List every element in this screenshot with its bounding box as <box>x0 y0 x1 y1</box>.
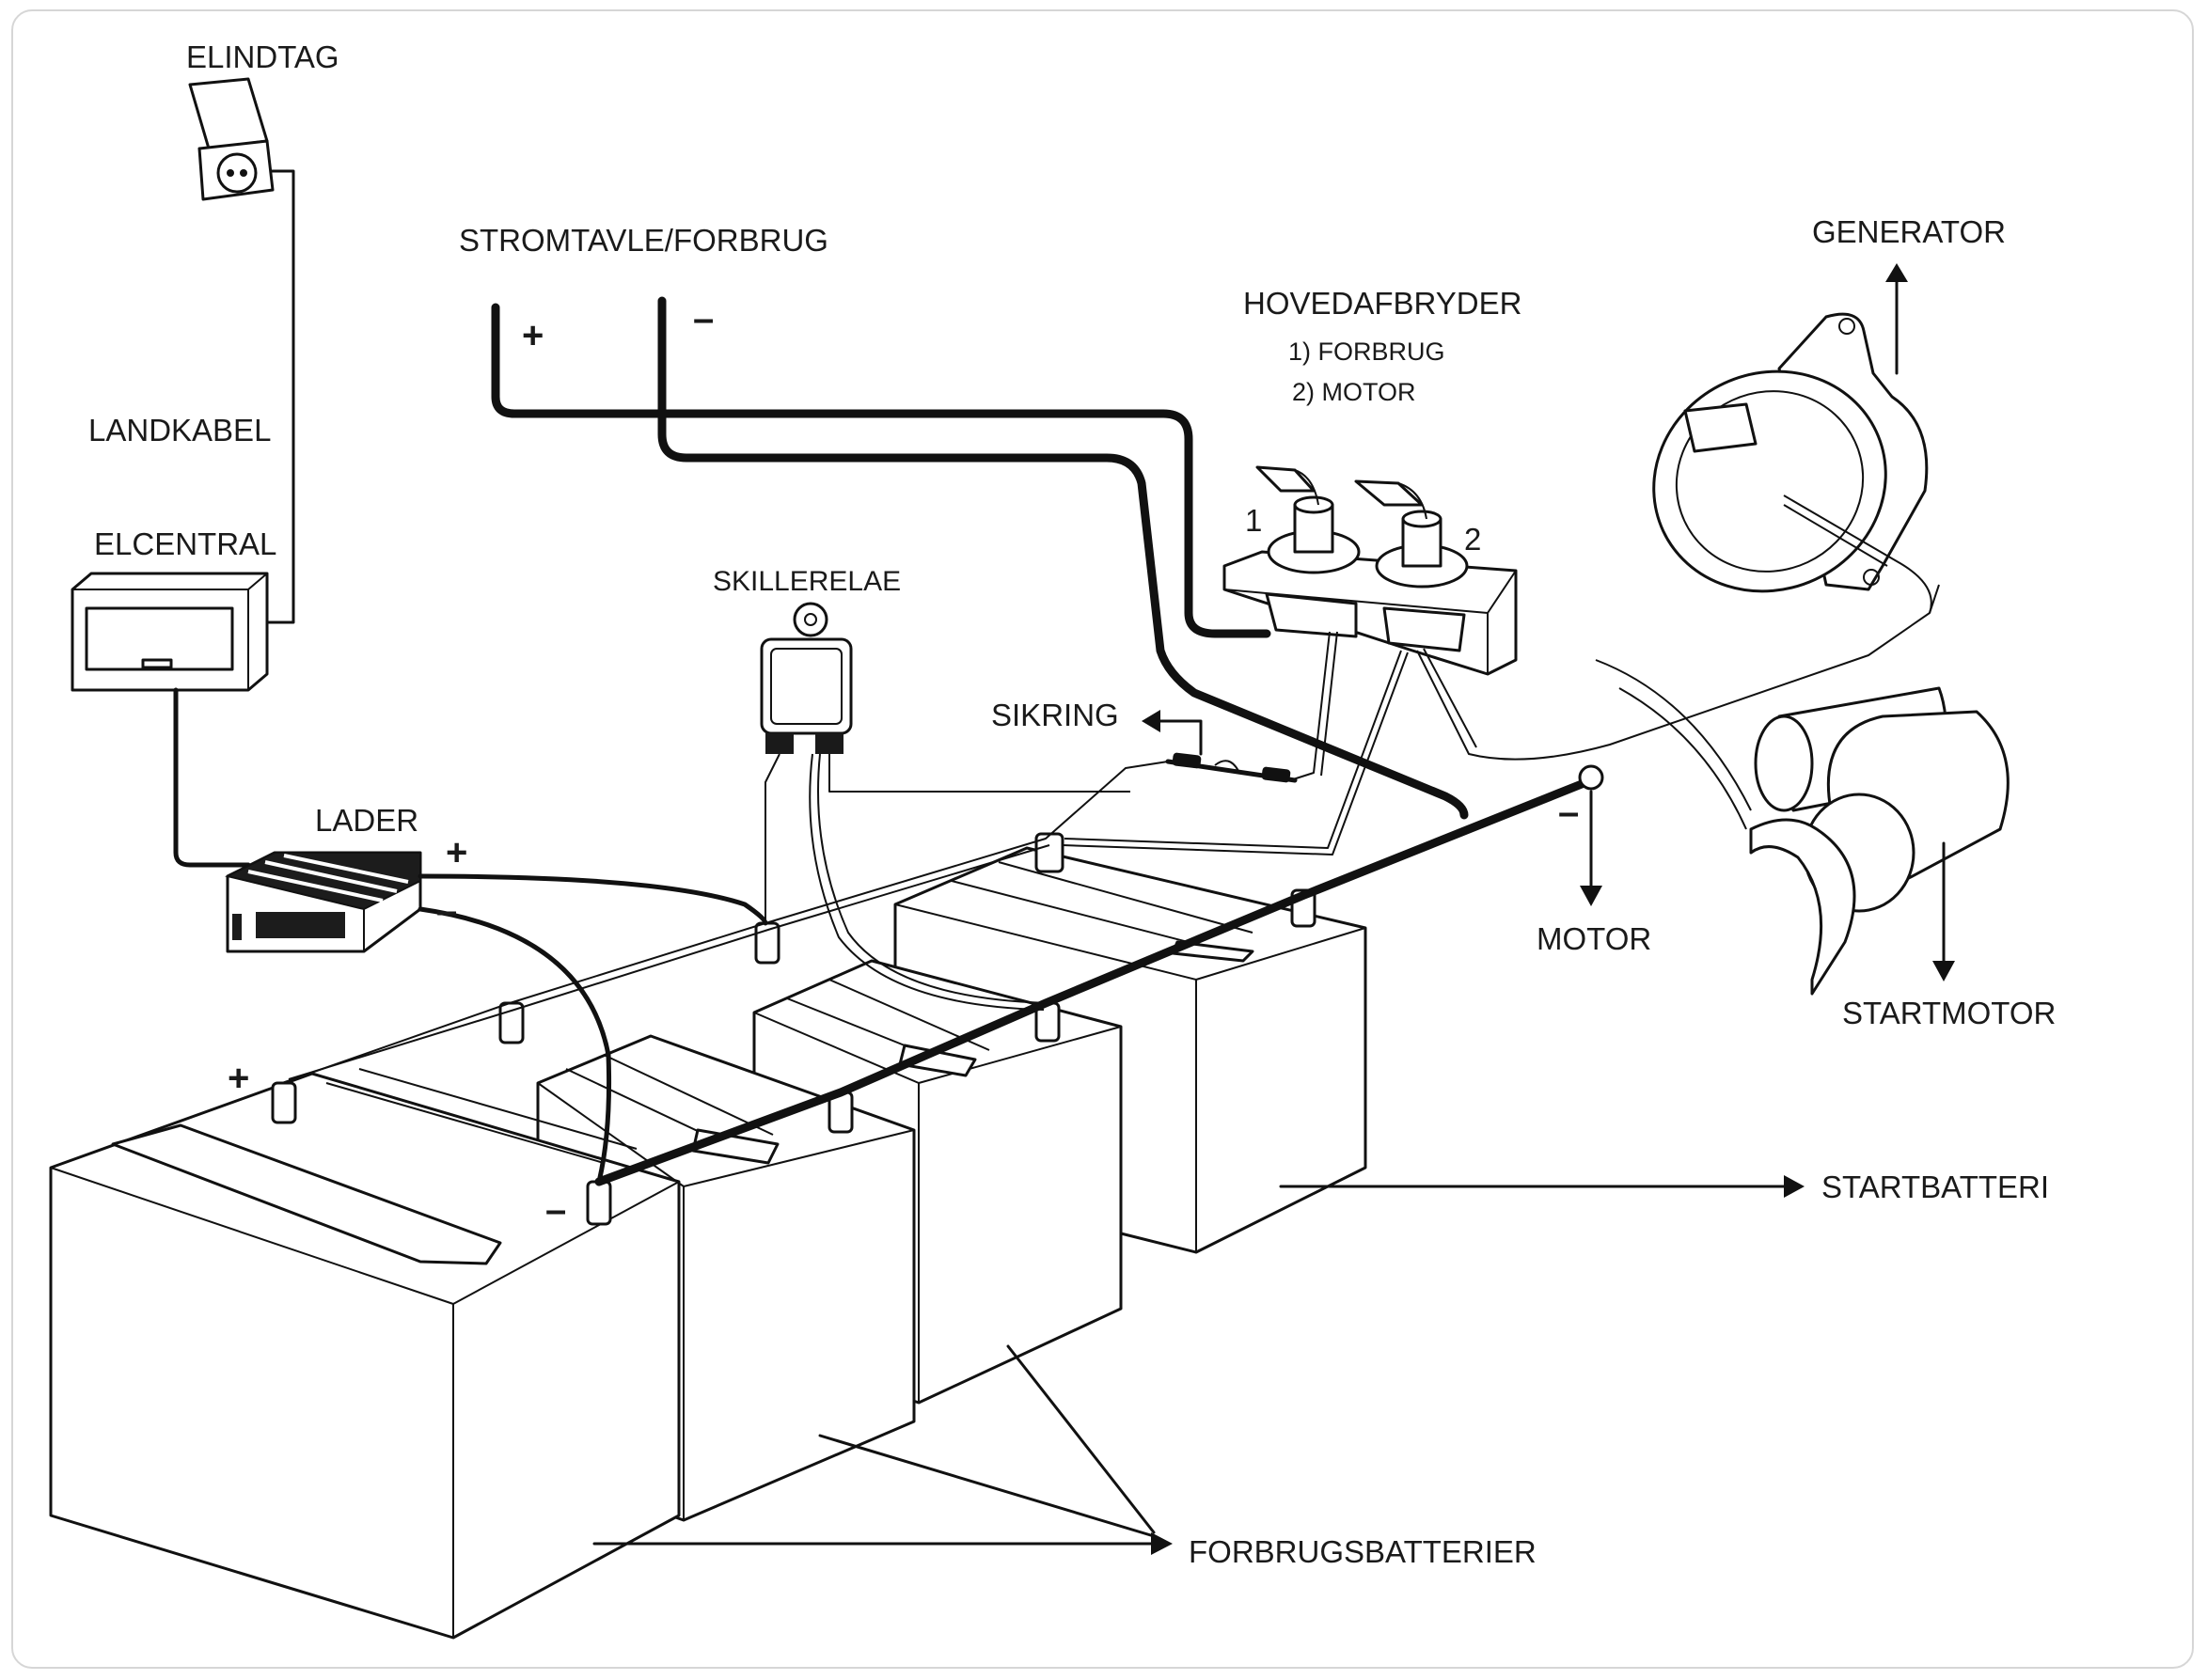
charger-box <box>225 851 422 953</box>
label-switch-2: 2 <box>1464 522 1481 557</box>
panel-positive-cable <box>491 303 1271 638</box>
label-elindtag: ELINDTAG <box>186 39 339 74</box>
motor-ground-point <box>1578 764 1604 791</box>
fuse-icon <box>1165 752 1298 783</box>
label-skillerelae: SKILLERELAE <box>713 566 901 597</box>
lader-minus-sign: – <box>436 890 457 932</box>
generator-icon <box>1652 312 1932 614</box>
switch1-wire <box>1289 631 1331 781</box>
label-motor: MOTOR <box>1537 921 1651 956</box>
label-lader: LADER <box>315 803 418 838</box>
switch2-wire <box>1416 584 1940 761</box>
elcentral-lader-cable <box>173 687 251 868</box>
panel-minus-sign: – <box>693 298 714 339</box>
label-generator: GENERATOR <box>1812 214 2006 249</box>
label-stromtavle: STROMTAVLE/FORBRUG <box>459 223 828 258</box>
isolation-relay-icon <box>760 602 853 754</box>
panel-plus-sign: + <box>522 315 544 356</box>
label-startmotor: STARTMOTOR <box>1842 996 2056 1030</box>
charger-positive-cable <box>418 873 768 926</box>
main-switch-icon <box>1222 465 1518 676</box>
label-startbatteri: STARTBATTERI <box>1821 1170 2049 1204</box>
arrows <box>592 263 1955 1555</box>
starter-motor-icon <box>1595 659 2010 996</box>
charger-negative-cable <box>418 906 612 1185</box>
label-hovedafbryder-1: 1) FORBRUG <box>1288 338 1445 366</box>
label-elcentral: ELCENTRAL <box>94 526 276 561</box>
battery-terminals <box>271 832 1316 1226</box>
label-landkabel: LANDKABEL <box>88 413 271 447</box>
wiring-diagram: ELINDTAG LANDKABEL ELCENTRAL LADER STROM… <box>49 39 2056 1640</box>
elcentral-box <box>71 572 269 692</box>
label-hovedafbryder-2: 2) MOTOR <box>1292 378 1416 406</box>
battery-positive-bus <box>281 761 1169 1084</box>
motor-minus-sign: – <box>1558 792 1579 833</box>
consumer-battery-1 <box>49 1068 681 1640</box>
label-switch-1: 1 <box>1245 503 1262 538</box>
battery-minus-sign: – <box>545 1189 566 1231</box>
label-forbrugsbatterier: FORBRUGSBATTERIER <box>1189 1534 1537 1569</box>
diagram-frame: ELINDTAG LANDKABEL ELCENTRAL LADER STROM… <box>11 9 2194 1669</box>
lader-plus-sign: + <box>446 832 467 873</box>
label-sikring: SIKRING <box>991 698 1119 732</box>
shore-socket-icon <box>188 77 275 201</box>
panel-negative-cable <box>657 296 1469 820</box>
relay-wire-a <box>765 753 780 923</box>
battery-plus-sign: + <box>228 1058 249 1099</box>
label-hovedafbryder: HOVEDAFBRYDER <box>1243 286 1521 321</box>
